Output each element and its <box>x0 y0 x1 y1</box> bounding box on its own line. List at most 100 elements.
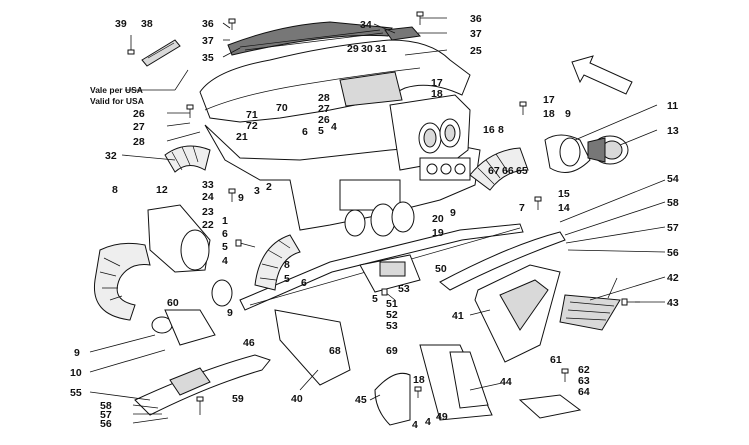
screw-26 <box>186 104 194 118</box>
callout-60: 60 <box>167 297 179 309</box>
callout-54: 54 <box>667 173 679 185</box>
callout-37: 37 <box>202 35 214 47</box>
callout-5-center: 5 <box>284 273 290 285</box>
callout-25: 25 <box>470 45 482 57</box>
screw-5a <box>235 239 256 248</box>
callout-10: 10 <box>70 367 82 379</box>
callout-18: 18 <box>431 88 443 100</box>
callout-17-right: 17 <box>543 94 555 106</box>
callout-6: 6 <box>302 126 308 138</box>
fasteners <box>186 11 640 415</box>
callout-40: 40 <box>291 393 303 405</box>
dashboard-upper-shell <box>199 39 471 123</box>
screw-14 <box>534 196 542 210</box>
callout-33: 33 <box>202 179 214 191</box>
glovebox-bin-44 <box>419 344 493 421</box>
callout-5-lower: 5 <box>372 293 378 305</box>
left-duct-end <box>147 204 211 273</box>
callout-65: 65 <box>516 165 528 177</box>
arrow-icon <box>571 55 633 95</box>
glovebox-trim-50 <box>439 231 566 291</box>
callout-55: 55 <box>70 387 82 399</box>
callout-2: 2 <box>266 181 272 193</box>
callout-6-left: 6 <box>222 228 228 240</box>
callout-58-bottom: 58 <box>100 400 112 412</box>
callout-3: 3 <box>254 185 260 197</box>
callout-35: 35 <box>202 52 214 64</box>
callout-15: 15 <box>558 188 570 200</box>
side-cover-45 <box>374 372 411 426</box>
callout-32: 32 <box>105 150 117 162</box>
glovebox-door <box>474 264 561 363</box>
callout-36: 36 <box>202 18 214 30</box>
center-vent-round-1 <box>370 203 396 237</box>
callout-64: 64 <box>578 386 590 398</box>
callout-57: 57 <box>667 222 679 234</box>
callout-6-center: 6 <box>301 277 307 289</box>
callout-26-left: 26 <box>133 108 145 120</box>
callout-37-right: 37 <box>470 28 482 40</box>
callout-labels: 39 38 36 37 35 34 36 37 25 29 30 31 28 2… <box>70 13 679 431</box>
callout-49: 49 <box>436 411 448 423</box>
callout-9-lower: 9 <box>227 307 233 319</box>
callout-14: 14 <box>558 202 570 214</box>
center-hose <box>254 234 301 291</box>
usa-screw <box>127 35 135 55</box>
callout-58: 58 <box>667 197 679 209</box>
callout-4: 4 <box>331 121 337 133</box>
callout-72: 72 <box>246 120 258 132</box>
usa-note-english: Valid for USA <box>90 96 144 106</box>
defroster-grille-left <box>227 21 393 56</box>
callout-68: 68 <box>329 345 341 357</box>
callout-4-left: 4 <box>222 255 228 267</box>
callout-20: 20 <box>432 213 444 225</box>
right-vent-housing <box>544 134 591 173</box>
callout-24: 24 <box>202 191 214 203</box>
center-vent-round-2 <box>391 201 415 233</box>
callout-11: 11 <box>667 100 678 112</box>
callout-17: 17 <box>431 77 443 89</box>
callout-21: 21 <box>236 131 248 143</box>
callout-8: 8 <box>498 124 504 136</box>
knee-panel-left <box>134 354 271 416</box>
screw-62 <box>561 368 569 382</box>
callout-13: 13 <box>667 125 679 137</box>
usa-trim-strip <box>141 39 181 67</box>
callout-23: 23 <box>202 206 214 218</box>
callout-51: 51 <box>386 298 398 310</box>
round-vent-13 <box>587 135 629 165</box>
callout-69: 69 <box>386 345 398 357</box>
callout-44: 44 <box>500 376 512 388</box>
callout-57-bottom: 57 <box>100 409 112 421</box>
callout-29: 29 <box>347 43 359 55</box>
defroster-grille-right <box>384 26 421 41</box>
callout-5: 5 <box>318 125 324 137</box>
callout-38: 38 <box>141 18 153 30</box>
callout-66: 66 <box>502 165 514 177</box>
callout-53: 53 <box>398 283 410 295</box>
callout-7: 7 <box>519 202 525 214</box>
callout-41: 41 <box>452 310 464 322</box>
screw-24 <box>228 188 236 202</box>
callout-53-lower: 53 <box>386 320 398 332</box>
callout-36-right: 36 <box>470 13 482 25</box>
callout-43: 43 <box>667 297 679 309</box>
screw-43 <box>621 298 640 306</box>
dashboard-main-body <box>204 94 481 237</box>
callout-67: 67 <box>488 165 500 177</box>
callout-8-left: 8 <box>112 184 118 196</box>
callout-8-center: 8 <box>284 259 290 271</box>
leader-lines <box>89 17 666 424</box>
callout-39: 39 <box>115 18 127 30</box>
callout-28-left: 28 <box>133 136 145 148</box>
callout-50: 50 <box>435 263 447 275</box>
right-side-hose <box>469 147 529 191</box>
callout-4-bottom: 4 <box>412 419 418 431</box>
screw-18 <box>414 386 422 398</box>
callout-18-bottom: 18 <box>413 374 425 386</box>
center-vent-round-3 <box>344 209 366 237</box>
callout-62: 62 <box>578 364 590 376</box>
callout-42: 42 <box>667 272 679 284</box>
